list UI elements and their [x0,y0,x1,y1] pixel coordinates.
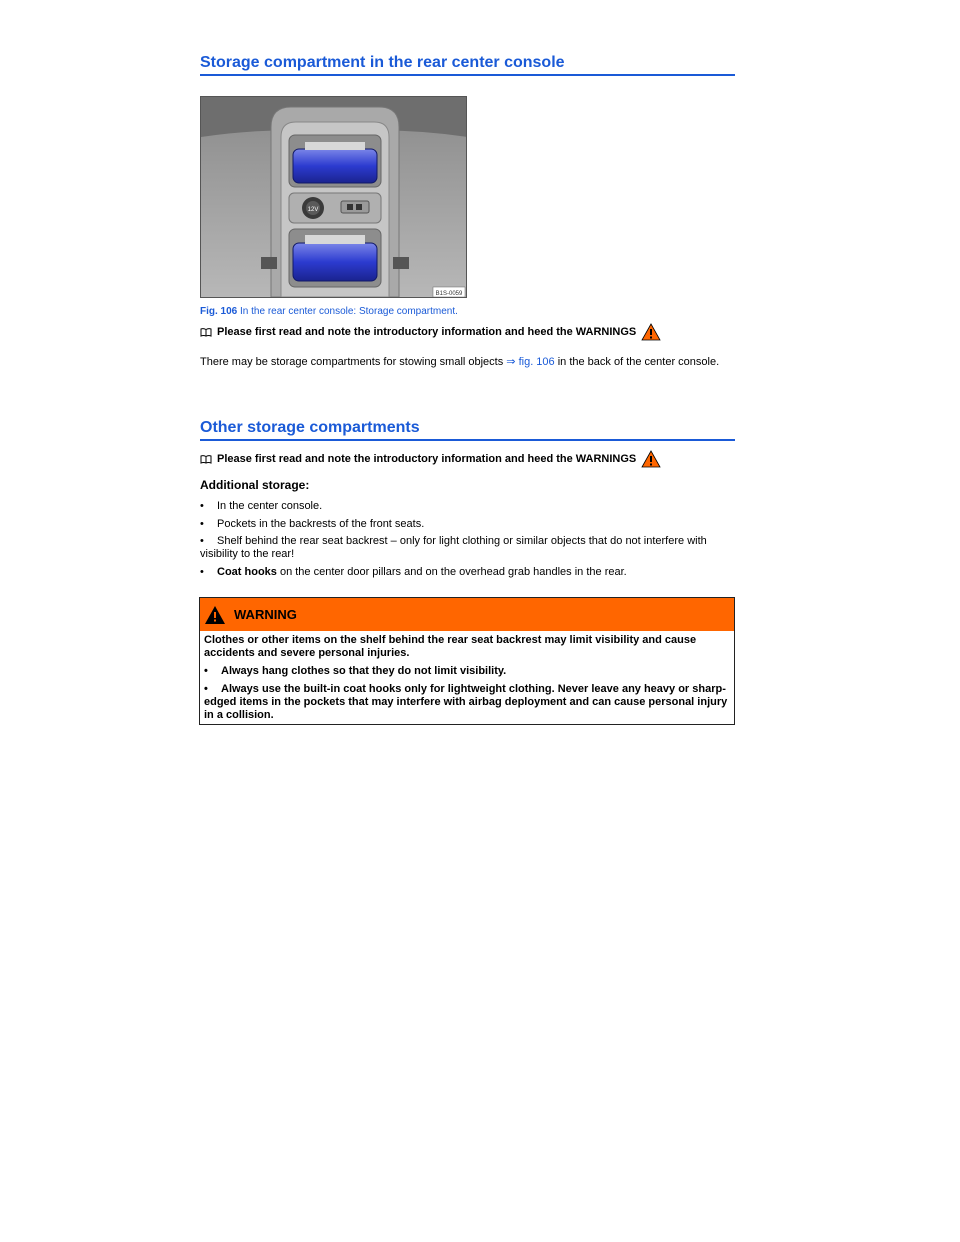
additional-storage-subheading: Additional storage: [200,478,310,492]
bullet-icon: • [204,665,208,677]
bullet-icon: • [200,566,204,578]
book-icon [200,455,212,464]
warning-header: WARNING [200,598,734,631]
list-item: • Pockets in the backrests of the front s… [200,518,730,531]
list-item: • In the center console. [200,500,730,513]
intro-note-2: Please first read and note the introduct… [200,450,661,468]
intro-note-text: Please first read and note the introduct… [217,326,637,338]
figure-link[interactable]: ⇒ fig. 106 [506,356,555,368]
figure-code-label: B1S-0059 [436,291,463,297]
list-item-text: Shelf behind the rear seat backrest – on… [200,535,707,560]
warning-item-text: Always hang clothes so that they do not … [221,665,507,677]
warning-box: WARNING Clothes or other items on the sh… [199,597,735,725]
warning-item: • Always hang clothes so that they do not… [204,665,730,678]
bullet-icon: • [200,518,204,530]
list-item: • Coat hooks on the center door pillars a… [200,566,730,579]
rear-console-figure: 12V B1S-0059 [200,96,467,298]
warning-intro: Clothes or other items on the shelf behi… [204,634,697,659]
coat-hooks-label: Coat hooks [217,566,277,578]
warning-triangle-icon[interactable] [641,450,661,468]
warning-triangle-icon[interactable] [641,323,661,341]
list-item: •Shelf behind the rear seat backrest – o… [200,535,730,561]
bullet-icon: • [200,500,204,512]
figure-caption: Fig. 106 In the rear center console: Sto… [200,306,458,317]
bullet-icon: • [200,535,204,547]
list-item-text: In the center console. [217,500,323,512]
warning-icon [205,605,225,624]
body-text-2: in the back of the center console. [554,356,720,368]
body-text-1: There may be storage compartments for st… [200,356,507,368]
warning-item-text: Always use the built-in coat hooks only … [204,683,728,721]
intro-note-text: Please first read and note the introduct… [217,453,637,465]
list-item-text: Pockets in the backrests of the front se… [217,518,425,530]
section-heading-other-storage: Other storage compartments [200,419,735,441]
figure-number: Fig. 106 [200,306,238,317]
socket-label: 12V [308,207,319,213]
section1-body: There may be storage compartments for st… [200,356,730,369]
section-heading-rear-console: Storage compartment in the rear center c… [200,54,735,76]
list-item-text: on the center door pillars and on the ov… [276,566,627,578]
rear-console-illustration: 12V B1S-0059 [201,97,466,297]
warning-title: WARNING [234,607,297,622]
book-icon [200,328,212,337]
intro-note: Please first read and note the introduct… [200,323,661,341]
bullet-icon: • [204,683,208,695]
figure-caption-text: In the rear center console: Storage comp… [237,306,458,317]
warning-item: •Always use the built-in coat hooks only… [204,683,730,722]
